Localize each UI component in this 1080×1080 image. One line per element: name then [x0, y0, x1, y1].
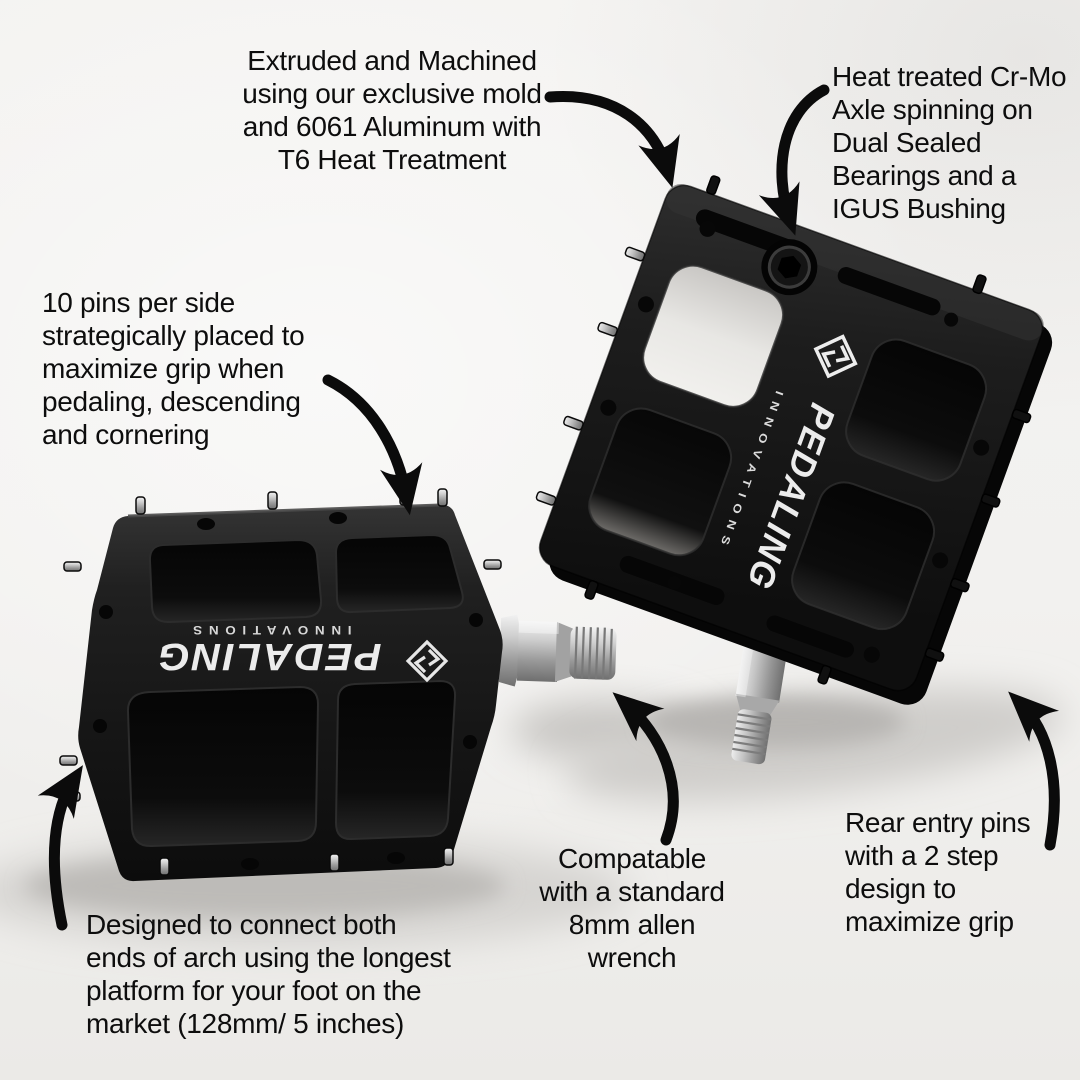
right-pedal: PEDALING INNOVATIONS [535, 175, 1053, 765]
cutout [846, 339, 987, 481]
right-pedal-shadow-core [645, 696, 905, 748]
annotation-axle: Heat treated Cr-Mo Axle spinning on Dual… [832, 61, 1067, 224]
traction-pins [535, 175, 1032, 685]
brand-logo-text: PEDALING [157, 635, 382, 677]
traction-pins [59, 487, 502, 876]
annotation-extrusion: Extruded and Machined using our exclusiv… [242, 45, 542, 175]
arrow-extrusion [544, 91, 680, 188]
cutout [126, 685, 320, 848]
brand-logo-subtext: INNOVATIONS [187, 623, 352, 637]
cutout [334, 533, 464, 614]
callout-arrows [37, 84, 1060, 931]
annotation-pins: 10 pins per side strategically placed to… [42, 287, 305, 450]
cutout [148, 538, 323, 624]
pedaling-logo-icon [813, 334, 858, 379]
arrow-wrench [612, 692, 679, 846]
brand-logo-left: PEDALING INNOVATIONS [157, 623, 449, 683]
cutout [589, 408, 732, 556]
cutout [792, 482, 935, 630]
annotation-rear-pins: Rear entry pins with a 2 step design to … [845, 807, 1031, 937]
annotation-platform: Designed to connect both ends of arch us… [86, 909, 451, 1039]
arrow-platform [37, 765, 83, 931]
pedaling-logo-icon [405, 639, 449, 683]
left-pedal-spindle [498, 614, 617, 687]
cutout [334, 679, 457, 841]
axle-hole [761, 239, 818, 296]
left-pedal: PEDALING INNOVATIONS [59, 487, 617, 882]
right-pedal-spindle [731, 627, 798, 765]
cutout [643, 265, 784, 407]
arrow-pins [322, 374, 423, 516]
arrow-axle [758, 84, 830, 236]
arrow-rear-pins [1008, 691, 1060, 851]
annotation-wrench: Compatable with a standard 8mm allen wre… [539, 843, 725, 973]
